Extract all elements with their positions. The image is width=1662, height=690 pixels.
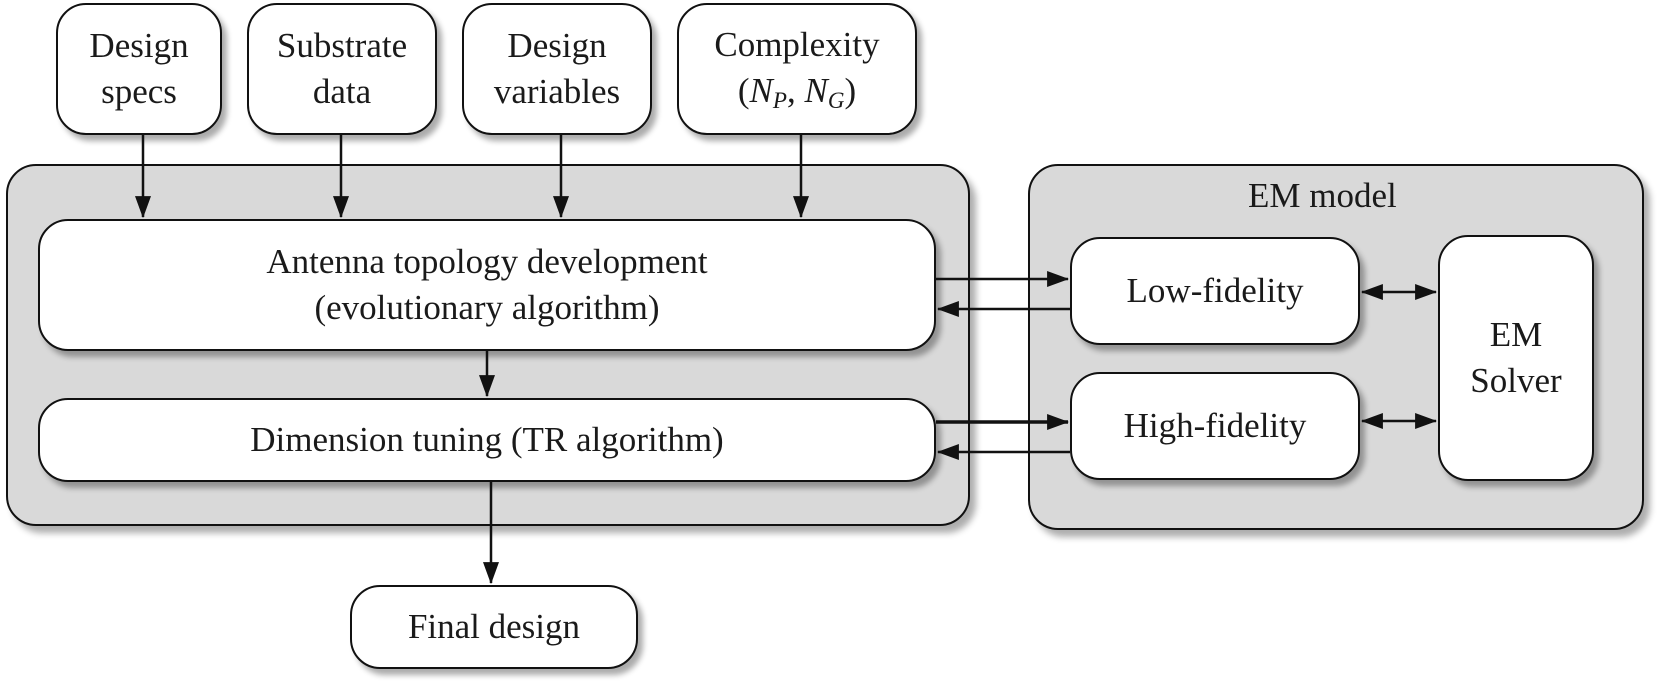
design-specs-line-2: specs (101, 72, 177, 111)
ng-subscript: G (827, 87, 845, 113)
ng-symbol: N (804, 70, 828, 110)
complexity-open-paren: ( (737, 70, 750, 110)
complexity-separator: , (786, 70, 805, 110)
em-solver-line-2: Solver (1470, 361, 1562, 400)
high-fidelity-label: High-fidelity (1123, 405, 1307, 445)
em-model-title: EM model (1248, 176, 1397, 215)
low-fidelity-node: Low-fidelity (1070, 237, 1360, 345)
np-symbol: N (749, 70, 773, 110)
complexity-line-1: Complexity (714, 24, 880, 64)
substrate-data-line-2: data (312, 72, 372, 111)
substrate-data-node: Substrate data (247, 3, 437, 135)
final-design-label: Final design (407, 606, 581, 646)
design-variables-line-1: Design (507, 25, 607, 65)
final-design-node: Final design (350, 585, 638, 669)
topology-line-2: (evolutionary algorithm) (314, 288, 660, 327)
design-specs-node: Design specs (56, 3, 222, 135)
complexity-line-2: (NP, NG) (738, 68, 856, 116)
substrate-data-line-1: Substrate (276, 25, 408, 65)
complexity-close-paren: ) (844, 70, 857, 110)
dimension-tuning-label: Dimension tuning (TR algorithm) (250, 419, 724, 459)
complexity-node: Complexity (NP, NG) (677, 3, 917, 135)
em-solver-line-1: EM (1489, 314, 1543, 354)
topology-line-1: Antenna topology development (266, 241, 708, 281)
design-variables-line-2: variables (493, 72, 621, 111)
low-fidelity-label: Low-fidelity (1126, 270, 1304, 310)
np-subscript: P (772, 87, 787, 113)
em-solver-node: EM Solver (1438, 235, 1594, 481)
dimension-tuning-node: Dimension tuning (TR algorithm) (38, 398, 936, 482)
design-specs-line-1: Design (89, 25, 189, 65)
topology-development-node: Antenna topology development (evolutiona… (38, 219, 936, 351)
high-fidelity-node: High-fidelity (1070, 372, 1360, 480)
design-variables-node: Design variables (462, 3, 652, 135)
